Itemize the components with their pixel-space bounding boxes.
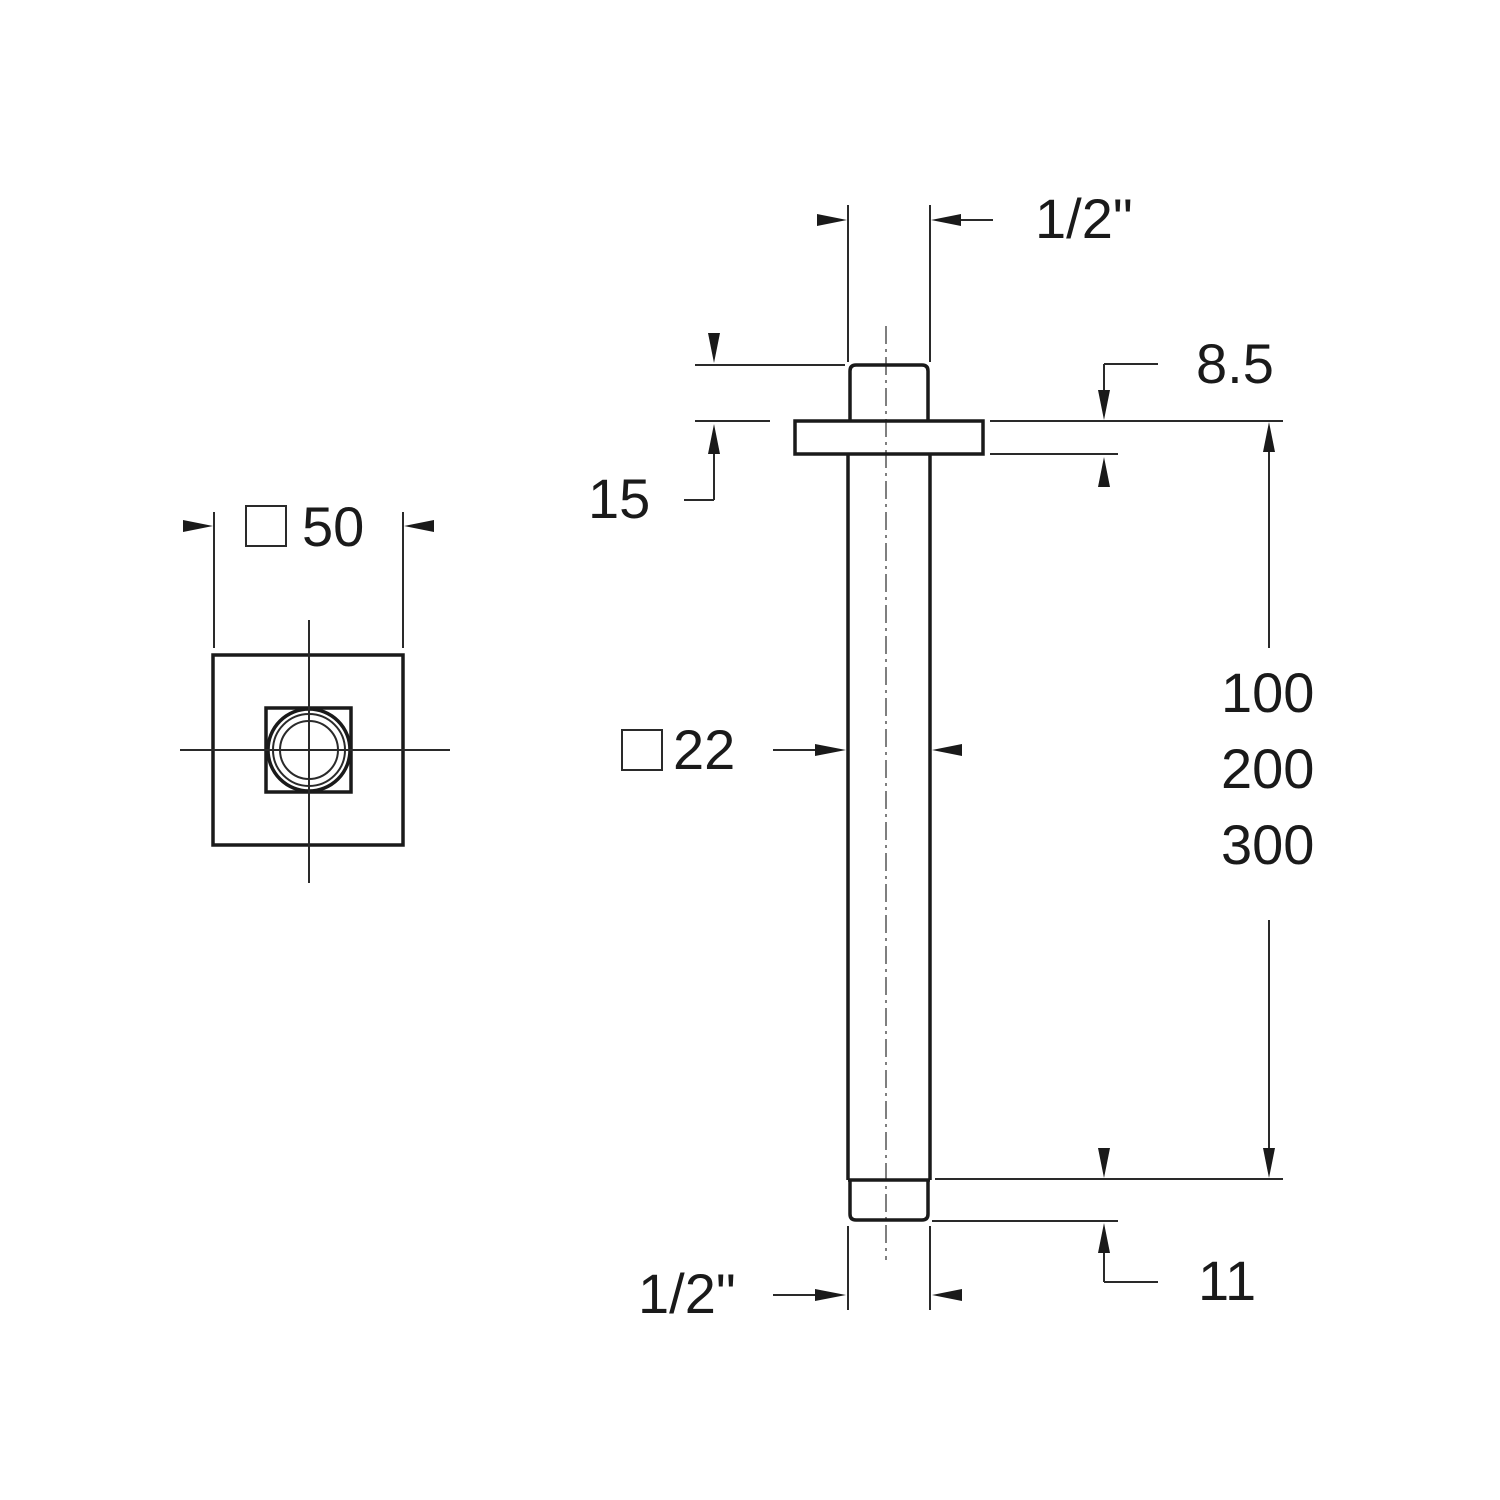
square-symbol-icon	[245, 505, 287, 547]
flange-offset-label: 15	[588, 467, 650, 530]
plate-size-label: 50	[302, 495, 364, 558]
flange	[793, 419, 985, 456]
length-option-100: 100	[1221, 661, 1314, 724]
flange-thickness-label: 8.5	[1196, 332, 1274, 395]
bottom-thread-length-label: 11	[1198, 1249, 1256, 1312]
length-option-300: 300	[1221, 813, 1314, 876]
top-view: 50	[180, 495, 450, 883]
bottom-thread-label: 1/2"	[638, 1262, 736, 1325]
top-thread-label: 1/2"	[1035, 187, 1133, 250]
length-option-200: 200	[1221, 737, 1314, 800]
square-symbol-icon	[621, 729, 663, 771]
side-view: 1/2" 15 8.5 100 200 300 22	[588, 187, 1314, 1325]
tube-section-label: 22	[673, 718, 735, 781]
